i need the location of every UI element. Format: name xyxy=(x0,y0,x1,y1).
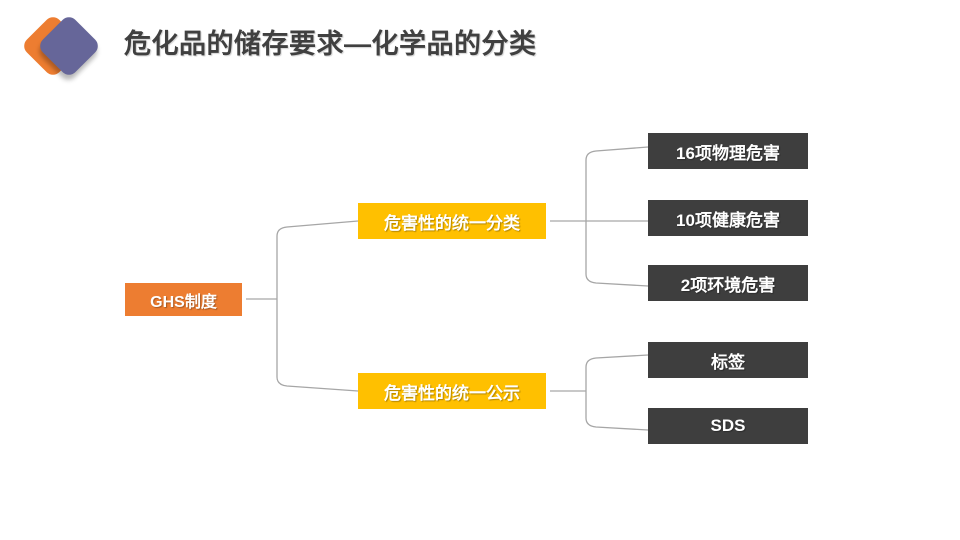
node-sds[interactable]: SDS xyxy=(648,408,808,444)
connector-classification-to-physical xyxy=(585,146,649,221)
node-ghs-system[interactable]: GHS制度 xyxy=(125,283,242,316)
node-health-hazards[interactable]: 10项健康危害 xyxy=(648,200,808,236)
connector-root-to-disclosure xyxy=(276,299,359,392)
page-title: 危化品的储存要求—化学品的分类 xyxy=(124,29,537,59)
node-unified-disclosure[interactable]: 危害性的统一公示 xyxy=(358,373,546,409)
slide-header: 危化品的储存要求—化学品的分类 xyxy=(0,0,960,90)
node-unified-classification[interactable]: 危害性的统一分类 xyxy=(358,203,546,239)
connector-root-to-classification xyxy=(276,220,359,299)
node-environment-hazards[interactable]: 2项环境危害 xyxy=(648,265,808,301)
node-label[interactable]: 标签 xyxy=(648,342,808,378)
connector-disclosure-to-sds xyxy=(585,391,649,431)
connector-classification-to-environment xyxy=(585,221,649,287)
node-physical-hazards[interactable]: 16项物理危害 xyxy=(648,133,808,169)
connector-disclosure-to-label xyxy=(585,354,649,391)
